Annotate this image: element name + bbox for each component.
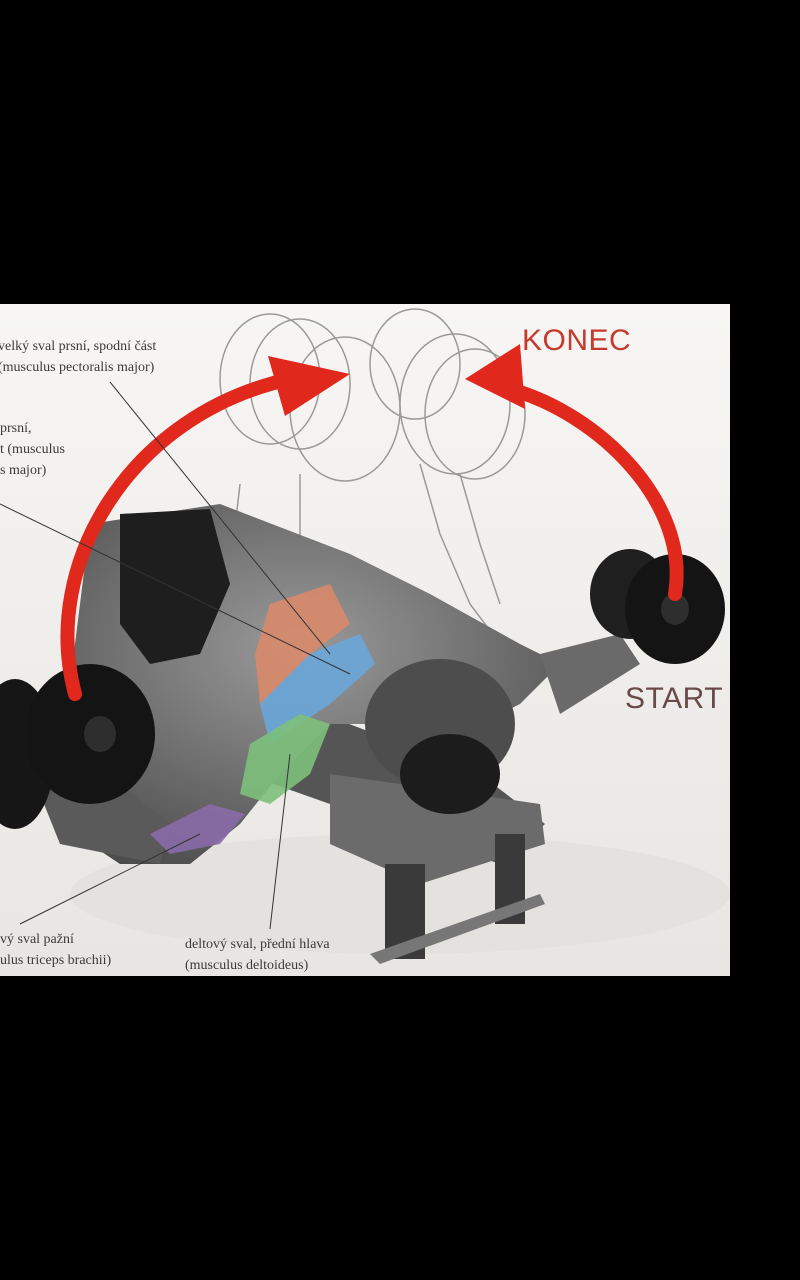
annotation-line: ulus triceps brachii) xyxy=(0,953,112,968)
start-dumbbells xyxy=(0,549,725,829)
motion-arrows xyxy=(60,372,684,701)
arrow-heads xyxy=(268,344,525,416)
annotation-line: (musculus pectoralis major) xyxy=(0,360,155,375)
annotation-triceps: vý sval pažní ulus triceps brachii) xyxy=(0,929,111,971)
exercise-illustration[interactable]: KONEC START velký sval prsní, spodní čás… xyxy=(0,304,730,976)
annotation-line: (musculus deltoideus) xyxy=(185,958,309,973)
dumbbell-fly-drawing xyxy=(0,304,730,976)
annotation-line: prsní, xyxy=(0,421,32,436)
end-label: KONEC xyxy=(522,324,632,357)
annotation-pec-lower: velký sval prsní, spodní část (musculus … xyxy=(0,336,156,378)
annotation-line: deltový sval, přední hlava xyxy=(185,937,330,952)
annotation-line: vý sval pažní xyxy=(0,932,74,947)
annotation-line: velký sval prsní, spodní část xyxy=(0,339,157,354)
muscle-highlights xyxy=(150,584,375,854)
annotation-deltoid: deltový sval, přední hlava (musculus del… xyxy=(185,934,330,976)
annotation-pec-clipped: prsní, t (musculus s major) xyxy=(0,418,65,481)
leader-lines xyxy=(0,381,351,930)
annotation-line: t (musculus xyxy=(0,442,65,457)
annotation-line: s major) xyxy=(0,463,47,478)
start-label: START xyxy=(625,682,724,715)
